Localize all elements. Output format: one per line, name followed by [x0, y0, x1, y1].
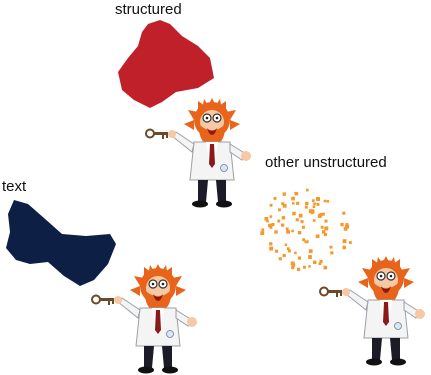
structured-blob	[118, 20, 214, 108]
particle	[324, 226, 329, 231]
particle	[345, 224, 350, 229]
particle	[342, 245, 346, 250]
particle	[286, 247, 290, 250]
particle	[286, 229, 290, 234]
particle	[271, 223, 275, 227]
particle	[311, 199, 315, 202]
particle	[304, 205, 308, 209]
particle	[320, 225, 324, 229]
particle	[274, 230, 278, 234]
particle	[319, 259, 323, 264]
particle	[287, 249, 291, 253]
particle	[323, 265, 328, 270]
particle	[300, 220, 304, 224]
particle	[323, 199, 327, 203]
particle	[292, 211, 296, 216]
particle	[278, 208, 281, 212]
particle	[284, 243, 288, 246]
particle	[330, 251, 334, 255]
particle	[308, 255, 312, 259]
scientist-icon-other	[319, 255, 426, 367]
particle	[316, 202, 320, 206]
particle	[326, 200, 330, 203]
particle	[301, 225, 305, 229]
particle	[304, 240, 308, 244]
particle	[308, 209, 313, 214]
label-text: text	[2, 178, 27, 195]
particle-cloud	[260, 188, 352, 271]
particle	[321, 212, 325, 216]
particle	[281, 202, 285, 206]
particle	[345, 223, 349, 226]
particle	[264, 217, 269, 221]
label-structured: structured	[115, 1, 182, 18]
particle	[294, 251, 297, 255]
particle	[321, 230, 326, 234]
particle	[324, 233, 327, 237]
particle	[285, 227, 289, 231]
particle	[329, 245, 333, 249]
scientist-icon-structured	[145, 97, 252, 209]
label-other-unstructured: other unstructured	[265, 154, 387, 171]
particle	[275, 249, 279, 253]
particle	[282, 192, 286, 196]
particle	[313, 260, 317, 264]
particle	[291, 229, 294, 233]
particle	[342, 239, 347, 244]
particle	[269, 225, 273, 229]
particle	[282, 253, 286, 258]
particle	[302, 238, 306, 242]
particle	[266, 220, 269, 223]
particle	[269, 242, 273, 246]
particle	[297, 231, 302, 235]
particle	[269, 246, 274, 251]
particle	[312, 205, 316, 208]
particle	[306, 188, 309, 192]
particle	[297, 256, 302, 260]
particle	[282, 203, 287, 208]
scientist-icon-text	[91, 263, 198, 375]
particle	[303, 265, 306, 269]
particle	[268, 223, 272, 228]
particle	[308, 265, 311, 268]
particle	[296, 201, 300, 205]
particle	[278, 257, 282, 261]
particle	[305, 240, 309, 244]
particle	[313, 202, 316, 205]
particle	[324, 219, 328, 223]
particle	[277, 219, 281, 223]
particle	[261, 228, 265, 232]
particle	[317, 214, 322, 218]
particle	[294, 191, 297, 195]
particle	[296, 267, 301, 271]
particle	[315, 234, 320, 239]
particle	[291, 196, 295, 201]
particle	[281, 216, 286, 220]
particle	[260, 231, 265, 236]
particle	[269, 215, 273, 218]
particle	[308, 249, 313, 254]
particle	[312, 219, 316, 222]
particle	[318, 262, 322, 265]
particle	[291, 266, 295, 270]
particle	[348, 241, 352, 244]
particle	[281, 223, 285, 227]
particle	[273, 197, 277, 200]
particle	[342, 211, 346, 215]
particle	[269, 203, 273, 207]
particle	[340, 222, 344, 227]
text-blob	[6, 200, 116, 286]
particle	[316, 197, 320, 201]
particle	[291, 263, 296, 267]
particle	[292, 202, 295, 205]
particle	[298, 213, 303, 218]
particle	[305, 201, 309, 206]
particle	[343, 226, 348, 231]
particle	[295, 218, 299, 222]
